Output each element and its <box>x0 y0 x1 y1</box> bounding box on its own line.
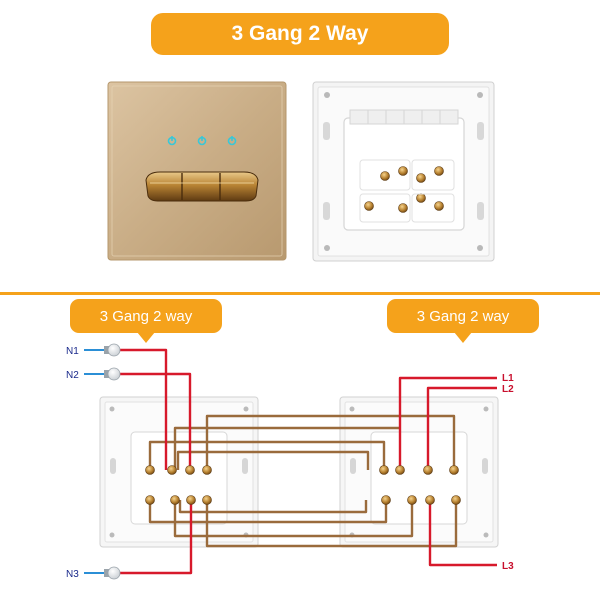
live-wires <box>118 348 497 575</box>
left-switch-callout: 3 Gang 2 way <box>70 299 222 343</box>
left-terminals <box>145 465 212 505</box>
rocker-buttons <box>145 171 259 202</box>
label-n3: N3 <box>66 569 79 580</box>
led-indicators <box>167 136 237 146</box>
bulb-icon-n2 <box>84 367 121 381</box>
label-l1: L1 <box>502 373 514 384</box>
label-l3: L3 <box>502 561 514 572</box>
title-banner: 3 Gang 2 Way <box>151 13 449 55</box>
right-switch-module <box>339 396 499 548</box>
title-text: 3 Gang 2 Way <box>231 22 369 45</box>
bulb-icon-n3 <box>84 566 121 580</box>
label-n2: N2 <box>66 370 79 381</box>
right-terminals <box>379 465 461 505</box>
gold-switch-front <box>107 81 287 261</box>
left-switch-module <box>99 396 259 548</box>
label-l2: L2 <box>502 384 514 395</box>
switch-back-view <box>312 81 495 262</box>
label-n1: N1 <box>66 346 79 357</box>
section-divider <box>0 292 600 295</box>
right-switch-callout: 3 Gang 2 way <box>387 299 539 343</box>
right-callout-text: 3 Gang 2 way <box>416 307 510 325</box>
left-callout-text: 3 Gang 2 way <box>99 307 193 325</box>
traveler-wires <box>148 414 458 548</box>
bulb-icon-n1 <box>84 343 121 357</box>
